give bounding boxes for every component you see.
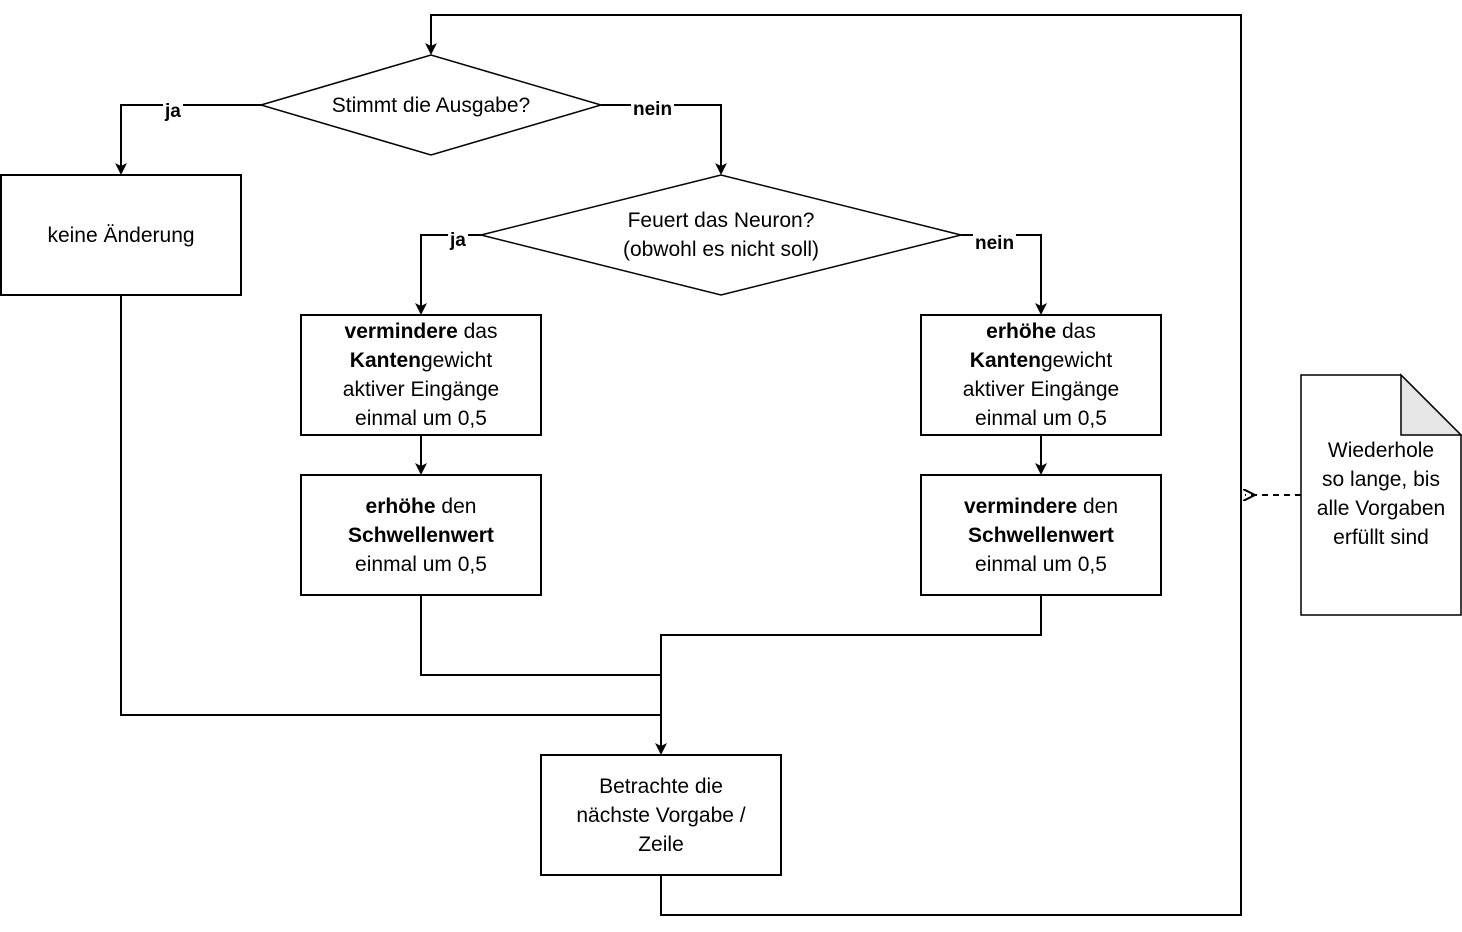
decision-fire: Feuert das Neuron? (obwohl es nicht soll… [531, 200, 911, 270]
decision-output-text: Stimmt die Ausgabe? [331, 93, 531, 117]
box-decrease-weights-line4: einmal um 0,5 [355, 407, 487, 430]
box-decrease-weights-bold2: Kanten [349, 349, 421, 372]
repeat-note-line4: erfüllt sind [1333, 526, 1429, 549]
decision-fire-line1: Feuert das Neuron? [627, 209, 815, 232]
edge-loop-back [425, 14, 1242, 916]
decision-output: Stimmt die Ausgabe? [281, 75, 581, 135]
box-next-row: Betrachte die nächste Vorgabe / Zeile [540, 754, 782, 876]
box-increase-weights: erhöhe das Kantengewicht aktiver Eingäng… [920, 314, 1162, 436]
box-decrease-threshold-bold2: Schwellenwert [968, 523, 1114, 547]
box-decrease-threshold-line3: einmal um 0,5 [975, 552, 1107, 576]
box-decrease-weights-rest1: das [457, 320, 498, 343]
edge-no-change-merge [120, 295, 661, 716]
repeat-note-line1: Wiederhole [1327, 439, 1435, 462]
edge-label-fire-no: nein [973, 233, 1017, 255]
box-decrease-weights-bold1: vermindere [344, 320, 458, 343]
box-increase-weights-line3: aktiver Eingänge [962, 378, 1120, 401]
box-increase-weights-bold2: Kanten [969, 349, 1041, 372]
note-fold [1400, 373, 1462, 436]
box-increase-threshold-line3: einmal um 0,5 [355, 552, 487, 576]
box-decrease-threshold-rest1: den [1077, 494, 1119, 518]
box-decrease-threshold-bold1: vermindere [963, 494, 1078, 518]
box-decrease-threshold: vermindere den Schwellenwert einmal um 0… [920, 474, 1162, 596]
box-next-row-line1: Betrachte die [599, 774, 723, 798]
edge-label-output-yes: ja [163, 101, 183, 123]
box-increase-weights-rest1: das [1056, 320, 1096, 343]
box-increase-weights-bold1: erhöhe [986, 320, 1057, 343]
edge-label-fire-yes: ja [448, 230, 468, 252]
box-increase-threshold-bold2: Schwellenwert [348, 523, 494, 547]
box-increase-threshold-rest1: den [435, 494, 477, 518]
edge-right-merge [655, 595, 1042, 755]
box-increase-threshold-bold1: erhöhe [365, 494, 436, 518]
box-increase-weights-line4: einmal um 0,5 [975, 407, 1107, 430]
box-increase-threshold: erhöhe den Schwellenwert einmal um 0,5 [300, 474, 542, 596]
box-decrease-weights-rest2: gewicht [420, 349, 493, 372]
box-no-change-text: keine Änderung [47, 223, 195, 247]
box-increase-weights-rest2: gewicht [1040, 349, 1113, 372]
edge-output-yes [115, 104, 261, 175]
box-next-row-line2: nächste Vorgabe / [576, 803, 746, 827]
box-next-row-line3: Zeile [638, 832, 684, 856]
box-decrease-weights-line3: aktiver Eingänge [342, 378, 500, 401]
decision-fire-line2: (obwohl es nicht soll) [622, 238, 820, 261]
box-no-change: keine Änderung [0, 174, 242, 296]
box-decrease-weights: vermindere das Kantengewicht aktiver Ein… [300, 314, 542, 436]
repeat-note-line2: so lange, bis [1322, 468, 1440, 491]
repeat-note-line3: alle Vorgaben [1316, 497, 1446, 520]
edge-label-output-no: nein [631, 99, 675, 121]
repeat-note: Wiederhole so lange, bis alle Vorgaben e… [1301, 436, 1461, 552]
edge-left-merge [420, 595, 661, 676]
